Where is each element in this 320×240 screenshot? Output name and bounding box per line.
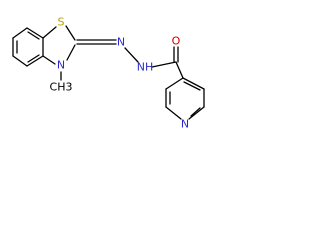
pyridine-ring <box>165 61 205 120</box>
ring-nitrogen-atom-label: N <box>57 59 65 72</box>
benzene-ring <box>12 27 44 67</box>
hydrazide-nh-label: NH <box>137 61 154 74</box>
imine-nitrogen-atom-label: N <box>117 36 125 49</box>
chemical-structure: S N CH3 N NH O N <box>12 16 205 131</box>
methyl-group-label: CH3 <box>50 81 73 94</box>
pyridine-nitrogen-atom-label: N <box>181 118 189 131</box>
thiazole-ring <box>42 25 76 65</box>
carbonyl-bond <box>173 46 179 63</box>
carbonyl-oxygen-atom-label: O <box>172 35 181 48</box>
sulfur-atom-label: S <box>58 16 65 29</box>
hydrazone-chain <box>76 39 177 68</box>
